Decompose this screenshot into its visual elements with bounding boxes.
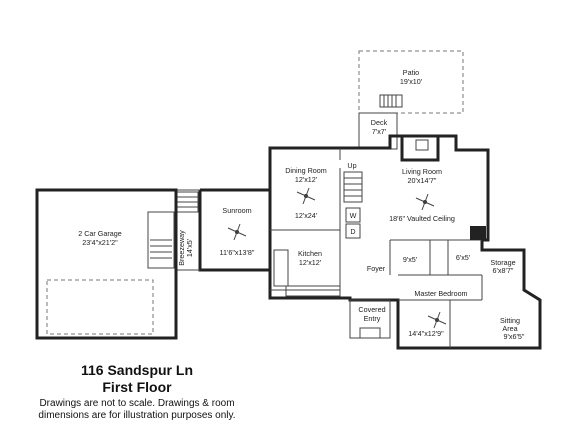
- garage-dim: 23'4"x21'2": [82, 238, 118, 247]
- address-title: 116 Sandspur Ln: [80, 362, 194, 378]
- garage-label: 2 Car Garage: [78, 229, 122, 238]
- dining-room-dim: 12'x12': [295, 175, 318, 184]
- living-room-dim: 20'x14'7": [408, 176, 437, 185]
- kitchen-label: Kitchen: [298, 249, 322, 258]
- breezeway-label: Breezeway: [177, 230, 186, 266]
- kitchen-dim: 12'x12': [299, 258, 322, 267]
- kitchen-counter-side: [273, 249, 289, 287]
- plan-caption: 116 Sandspur Ln First Floor Drawings are…: [22, 362, 252, 422]
- sunroom-label: Sunroom: [222, 206, 251, 215]
- closet-dim: 6'x5': [456, 253, 471, 262]
- staircase: [343, 171, 363, 203]
- dining-room-label: Dining Room: [285, 166, 327, 175]
- patio-dim: 19'x10': [400, 77, 423, 86]
- covered-entry-label: Covered: [358, 305, 385, 314]
- stairs-up-label: Up: [347, 161, 356, 170]
- deck-dim: 7'x7': [372, 127, 387, 136]
- ceiling-fan-icon: [427, 311, 447, 329]
- living-room-label: Living Room: [402, 167, 442, 176]
- bath-dim: 9'x5': [403, 255, 418, 264]
- breezeway-dim: 14'x5': [185, 238, 194, 257]
- sitting-area-label-2: Area: [502, 324, 517, 333]
- garage-walls: [35, 188, 178, 340]
- washer-box: [345, 207, 361, 223]
- garage-door: [46, 279, 154, 335]
- patio-steps: [379, 94, 403, 108]
- utility-block: [470, 226, 486, 240]
- sunroom-walls: [198, 188, 270, 272]
- storage-dim: 6'x8'7": [493, 266, 514, 275]
- master-bedroom-label: Master Bedroom: [414, 289, 467, 298]
- patio-label: Patio: [403, 68, 419, 77]
- interior-walls: [270, 148, 483, 348]
- dryer-label: D: [350, 227, 355, 236]
- floor-title: First Floor: [102, 379, 172, 395]
- covered-entry-label-2: Entry: [364, 314, 381, 323]
- ceiling-fan-icon: [296, 187, 316, 205]
- fireplace-insert: [415, 139, 429, 151]
- disclaimer-line-1: Drawings are not to scale. Drawings & ro…: [39, 398, 235, 409]
- deck-label: Deck: [371, 118, 388, 127]
- kitchen-counter: [285, 285, 341, 297]
- sitting-area-label: Sitting: [500, 316, 520, 325]
- patio-outline: [358, 50, 464, 114]
- dining-room-extra-dim: 12'x24': [295, 211, 318, 220]
- disclaimer-line-2: dimensions are for illustration purposes…: [38, 410, 236, 421]
- storage-label: Storage: [490, 258, 515, 267]
- vaulted-ceiling-label: 18'6" Vaulted Ceiling: [389, 214, 455, 223]
- fireplace: [400, 134, 440, 162]
- ceiling-fan-icon: [415, 193, 435, 211]
- washer-label: W: [350, 211, 357, 220]
- ceiling-fan-icon: [227, 223, 247, 241]
- foyer-label: Foyer: [367, 264, 386, 273]
- sunroom-dim: 11'6"x13'8": [220, 248, 255, 257]
- sitting-area-dim: 9'x6'5": [504, 332, 525, 341]
- master-bedroom-dim: 14'4"x12'9": [408, 329, 444, 338]
- garage-stair-landing: [147, 211, 175, 269]
- entry-steps: [359, 327, 381, 339]
- dryer-box: [345, 223, 361, 239]
